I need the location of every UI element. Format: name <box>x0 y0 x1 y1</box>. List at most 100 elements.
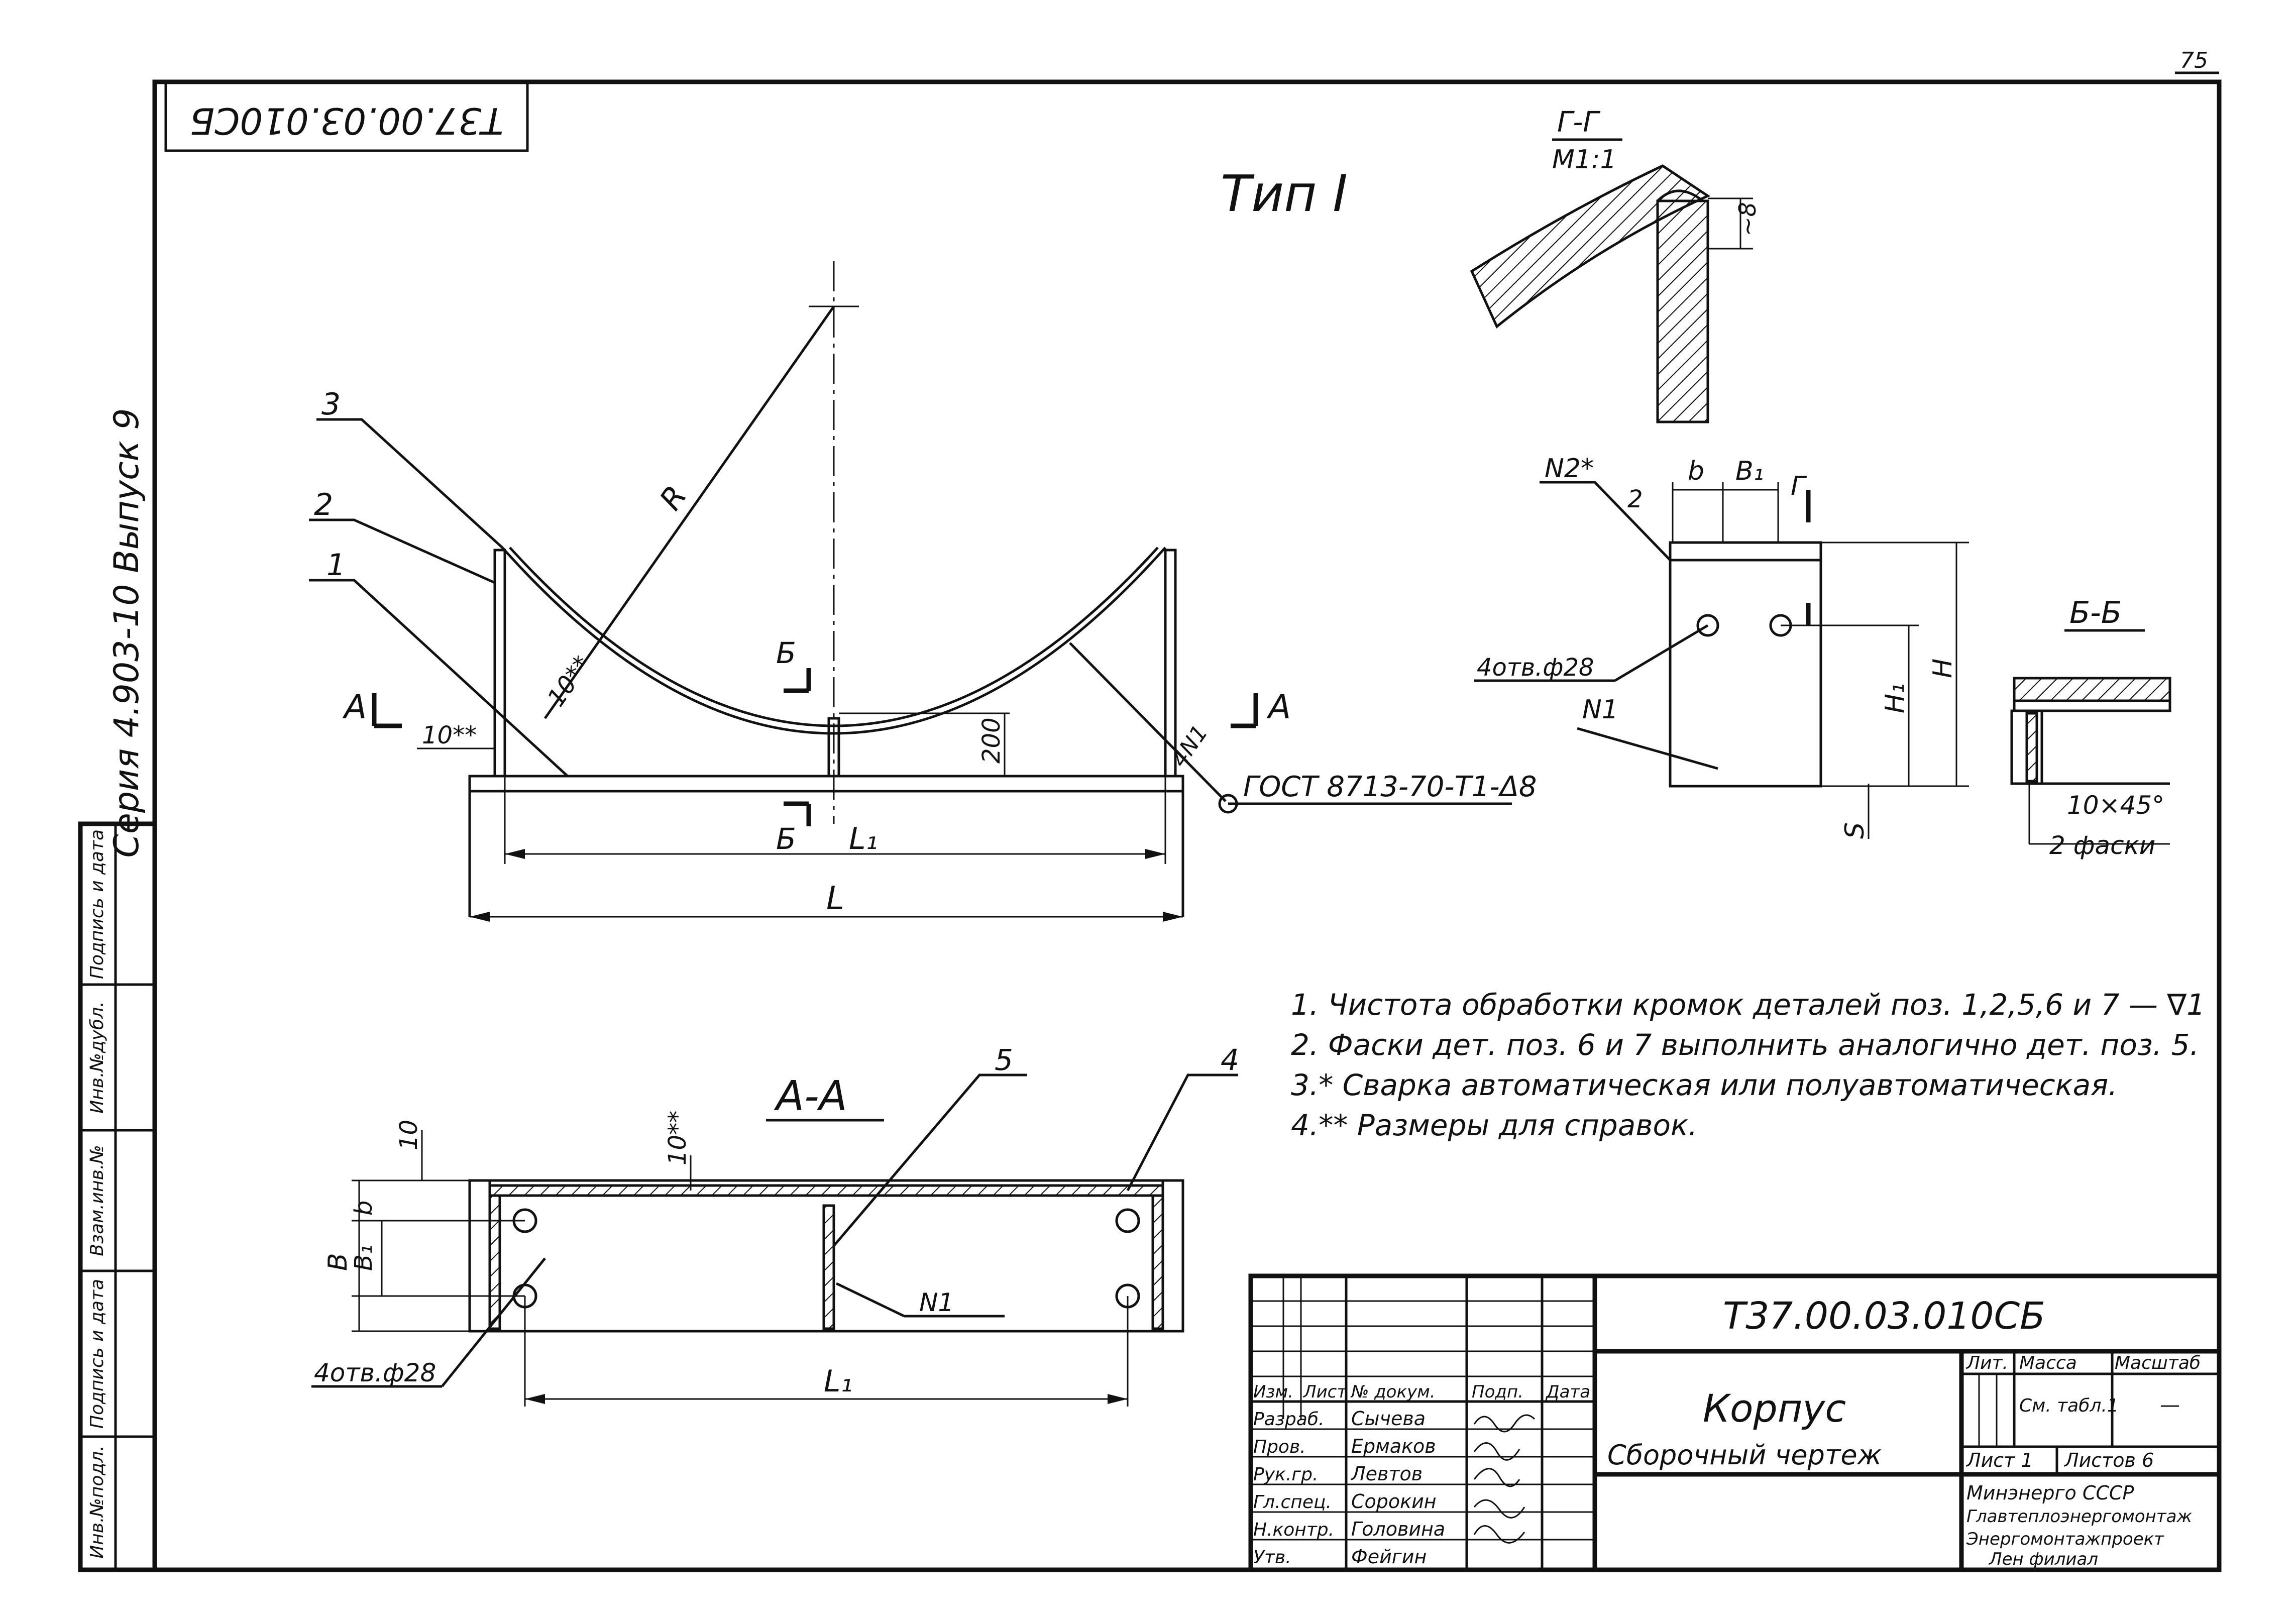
title-block: Т37.00.03.010СБ Корпус Сборочный чертеж … <box>1248 1273 2222 1572</box>
dim-10-left: 10** <box>422 721 477 749</box>
technical-notes: 1. Чистота обработки кромок деталей поз.… <box>1291 988 2205 1142</box>
tb-scale-val: — <box>2160 1393 2180 1417</box>
series-label: Серия 4.903-10 Выпуск 9 <box>107 408 147 858</box>
tb-head-sign: Подп. <box>1472 1382 1523 1402</box>
side-pos2: 2 <box>1627 485 1643 513</box>
type-title: Тип I <box>1221 164 1348 223</box>
pos-1: 1 <box>326 548 346 583</box>
bb-title: Б-Б <box>2069 595 2122 630</box>
page-number: 75 <box>2180 48 2208 73</box>
tb-scale: Масштаб <box>2115 1353 2201 1373</box>
tb-lit: Лит. <box>1965 1353 2008 1373</box>
tb-head-list: Лист <box>1302 1382 1347 1402</box>
bb-chamfer-note: 2 фаски <box>2049 831 2155 860</box>
section-b-top: Б <box>776 636 796 670</box>
tb-name-1: Сычева <box>1351 1408 1426 1430</box>
tb-org-3: Энергомонтажпроект <box>1966 1529 2164 1549</box>
section-gg: Г-Г М1:1 ~8 <box>1470 106 1761 423</box>
side-s: S <box>1840 822 1870 839</box>
plan-n1: N1 <box>919 1288 954 1317</box>
tb-sheet: Лист 1 <box>1965 1449 2033 1471</box>
plan-pos4: 4 <box>1221 1043 1239 1077</box>
signature <box>1473 1468 1520 1487</box>
tb-role-3: Рук.гр. <box>1253 1464 1318 1485</box>
plan-view: А-А 5 4 B B₁ b 10 10** 4отв.ф28 N1 L₁ <box>311 1043 1239 1407</box>
signature <box>1473 1442 1520 1461</box>
gg-scale: М1:1 <box>1552 145 1617 175</box>
section-a-right: A <box>1266 688 1291 726</box>
front-view: Тип I R 10** 3 2 1 A A 10** 200 Б Б L₁ <box>309 164 1537 922</box>
side-n1: N1 <box>1582 695 1618 725</box>
tb-role-5: Н.контр. <box>1253 1520 1334 1540</box>
stamp-inv-dubl: Инв.№дубл. <box>87 1001 107 1113</box>
tb-name: Корпус <box>1703 1386 1846 1431</box>
section-bb: Б-Б 10×45° 2 фаски <box>2010 595 2171 860</box>
side-view: b B₁ Г N2* 2 4отв.ф28 N1 H H₁ S <box>1474 454 1969 839</box>
stamp-sign-date-2: Подпись и дата <box>87 829 107 979</box>
tb-name-4: Сорокин <box>1351 1490 1437 1513</box>
stamp-sign-date-1: Подпись и дата <box>87 1279 107 1429</box>
signature <box>1473 1499 1525 1519</box>
weld-4n1: 4N1 <box>1166 720 1213 772</box>
sheet-frame: 75 <box>152 48 2222 1572</box>
dim-l1: L₁ <box>849 821 878 856</box>
note-1: 1. Чистота обработки кромок деталей поз.… <box>1291 988 2205 1022</box>
tb-org-4: Лен филиал <box>1988 1549 2098 1569</box>
tb-head-date: Дата <box>1545 1382 1590 1402</box>
plan-pos5: 5 <box>995 1043 1013 1077</box>
pos-2: 2 <box>314 487 333 522</box>
plan-b1: B₁ <box>350 1245 378 1271</box>
tb-mass-val: См. табл.1 <box>2019 1395 2119 1416</box>
dim-200: 200 <box>977 717 1006 764</box>
tb-name-3: Левтов <box>1350 1463 1423 1485</box>
side-h1: H₁ <box>1880 683 1910 713</box>
signature <box>1473 1525 1525 1544</box>
tb-head-izm: Изм. <box>1253 1382 1293 1402</box>
dim-l: L <box>826 880 844 917</box>
gg-title: Г-Г <box>1557 106 1600 139</box>
plan-holes: 4отв.ф28 <box>314 1358 436 1387</box>
tb-sheets: Листов 6 <box>2063 1449 2154 1471</box>
tb-role-1: Разраб. <box>1253 1409 1324 1430</box>
tb-name-2: Ермаков <box>1351 1435 1436 1457</box>
tb-code: Т37.00.03.010СБ <box>1723 1295 2045 1338</box>
tb-role-6: Утв. <box>1253 1547 1291 1568</box>
tb-role-2: Пров. <box>1253 1437 1306 1457</box>
plan-title: А-А <box>774 1072 847 1120</box>
tb-mass: Масса <box>2019 1353 2077 1373</box>
gg-dim: ~8 <box>1734 202 1761 236</box>
rotated-code-box: Т37.00.03.010СБ <box>164 81 529 152</box>
plan-b-small: b <box>350 1201 378 1216</box>
tb-head-doc: № докум. <box>1350 1382 1436 1402</box>
side-b1: B₁ <box>1735 456 1764 486</box>
section-a-left: A <box>342 688 367 726</box>
side-stamp: Инв.№подл. Подпись и дата Взам.инв.№ Инв… <box>78 821 157 1572</box>
tb-org-1: Минэнерго СССР <box>1966 1482 2134 1504</box>
plan-l1: L₁ <box>824 1364 852 1399</box>
plan-dim10: 10 <box>395 1120 423 1150</box>
radius-label: R <box>653 479 694 516</box>
gost-weld: ГОСТ 8713-70-Т1-Δ8 <box>1243 771 1537 803</box>
rotated-code: Т37.00.03.010СБ <box>190 99 504 142</box>
note-2: 2. Фаски дет. поз. 6 и 7 выполнить анало… <box>1291 1028 2199 1062</box>
tb-name-6: Фейгин <box>1351 1546 1427 1568</box>
note-4: 4.** Размеры для справок. <box>1291 1108 1697 1142</box>
plan-dim10b: 10** <box>664 1111 692 1165</box>
note-3: 3.* Сварка автоматическая или полуавтома… <box>1291 1068 2118 1102</box>
section-b-bottom: Б <box>776 822 796 856</box>
side-b: b <box>1688 456 1704 486</box>
signature <box>1473 1414 1536 1433</box>
side-n2: N2* <box>1545 454 1594 484</box>
tb-name-5: Головина <box>1351 1518 1445 1540</box>
side-holes: 4отв.ф28 <box>1477 654 1594 682</box>
stamp-vzam-inv: Взам.инв.№ <box>87 1145 107 1256</box>
bb-chamfer: 10×45° <box>2067 791 2164 820</box>
dim-10-arc: 10** <box>542 651 596 711</box>
plan-b: B <box>323 1253 353 1271</box>
pos-3: 3 <box>321 387 341 422</box>
tb-role-4: Гл.спец. <box>1253 1492 1332 1513</box>
tb-org-2: Главтеплоэнергомонтаж <box>1966 1506 2192 1527</box>
side-h: H <box>1928 659 1958 678</box>
